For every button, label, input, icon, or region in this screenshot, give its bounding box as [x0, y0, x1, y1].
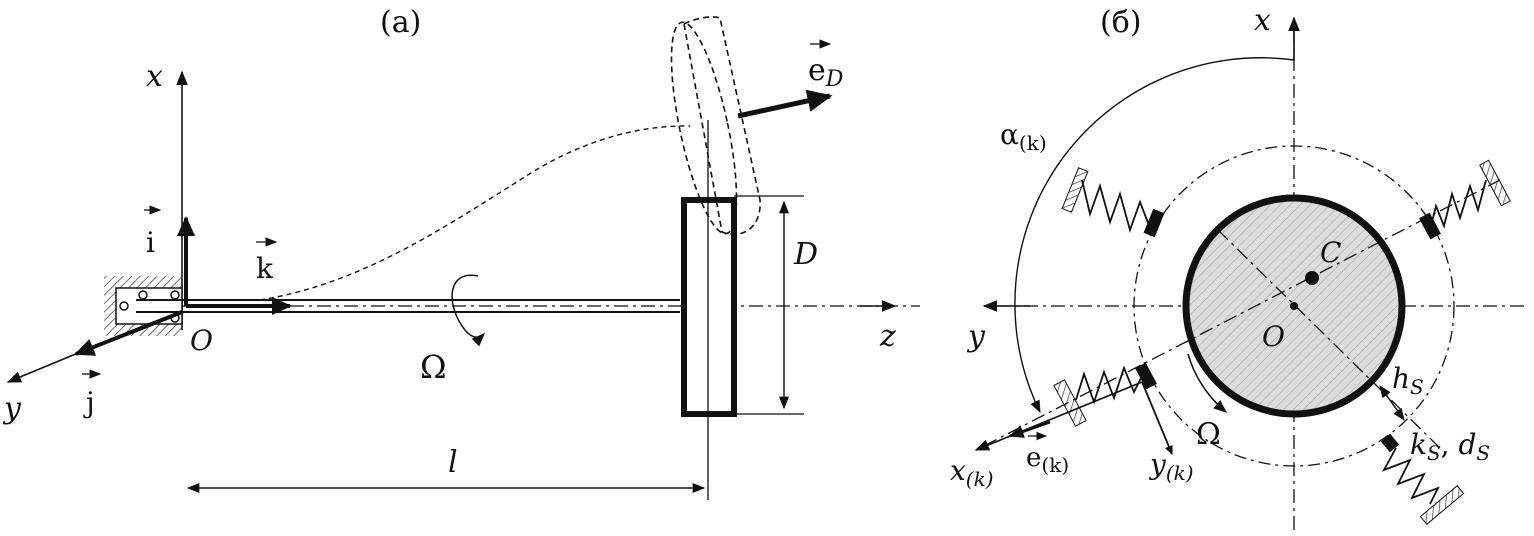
vector-eD-arrow: [737, 89, 833, 119]
center-O-dot: [1290, 302, 1298, 310]
gap-hs-dim: [1379, 384, 1405, 422]
panel-a-caption: (a): [380, 5, 421, 40]
alpha-arc: [1014, 57, 1295, 414]
panel-b-caption: (б): [1100, 5, 1141, 40]
center-C-label: C: [1320, 236, 1341, 269]
omega-label: Ω: [1196, 417, 1221, 452]
panel-a: (a) x y z i k j O Ω: [2, 5, 920, 500]
axis-x-label: x: [146, 59, 163, 94]
vector-i-label: i: [146, 226, 155, 259]
spring-axis-1: [983, 179, 1501, 447]
vector-eD-label: eD: [808, 53, 844, 92]
origin-label: O: [1262, 320, 1285, 353]
origin-label: O: [190, 324, 213, 357]
axis-z-label: z: [879, 319, 896, 354]
support-circle: [1133, 145, 1455, 467]
spring-lower-right: [1380, 433, 1465, 525]
bearing-ball: [138, 290, 148, 300]
disk: [681, 197, 737, 417]
spring-params-label: kS, dS: [1410, 428, 1490, 465]
axis-y-label: y: [2, 391, 22, 426]
bearing-ball: [170, 290, 180, 300]
axis-x-label: x: [1254, 3, 1271, 38]
omega-label: Ω: [420, 348, 447, 386]
spring-upper-left: [1061, 167, 1165, 238]
vector-j-label: j: [83, 386, 95, 419]
spring-lower-left: [1053, 362, 1157, 427]
vector-ek-label: e(k): [1026, 443, 1069, 477]
rotation-arrow: [1187, 353, 1228, 413]
axis-xk-label: x(k): [950, 454, 994, 491]
tilted-disk-outer: [683, 16, 761, 235]
diameter-label: D: [793, 237, 818, 272]
spring-upper-right: [1419, 159, 1511, 240]
axis-y-label: y: [966, 319, 986, 354]
center-C-dot: [1305, 271, 1319, 285]
axis-yk: [1141, 381, 1173, 455]
spring-axis-2: [1217, 229, 1441, 449]
vector-j-arrow: [74, 310, 183, 356]
gap-hs-label: hS: [1392, 362, 1424, 399]
panel-b: (б) x y C O: [950, 3, 1524, 530]
bearing-ball: [119, 301, 129, 311]
axis-yk-label: y(k): [1148, 448, 1194, 485]
vector-ek-arrow: [1008, 420, 1051, 438]
vector-k-label: k: [256, 252, 274, 285]
rotation-arrow: [451, 274, 485, 347]
deflected-shaft: [259, 125, 691, 301]
length-label: l: [448, 445, 458, 480]
alpha-label: α(k): [1000, 118, 1047, 155]
axis-xk: [974, 381, 1143, 451]
